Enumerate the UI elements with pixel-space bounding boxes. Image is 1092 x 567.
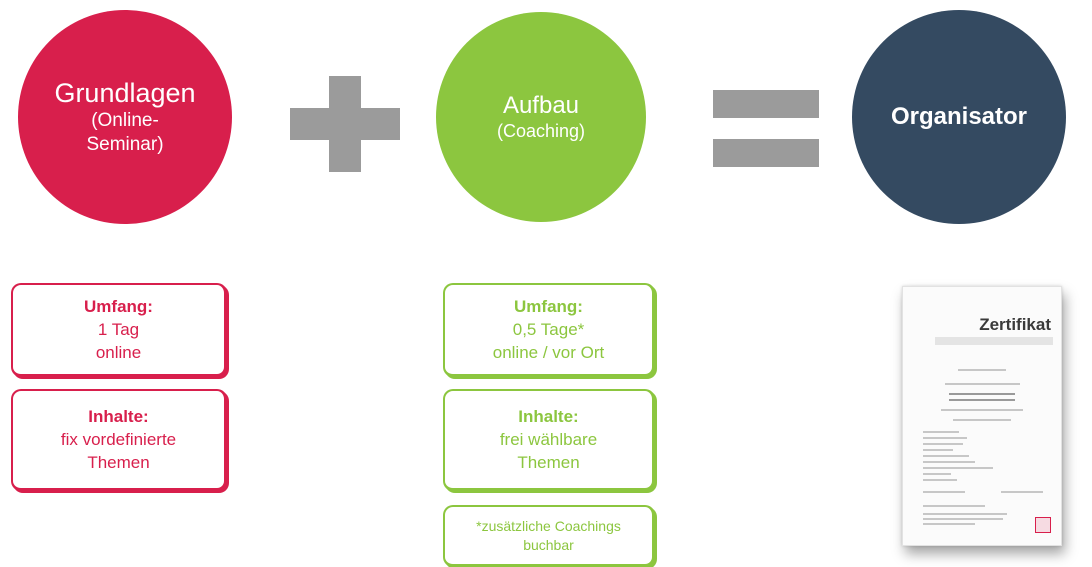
certificate-text-line (923, 479, 957, 481)
aufbau-note-box: *zusätzliche Coachings buchbar (443, 505, 655, 567)
certificate-text-line (923, 518, 1003, 520)
aufbau-umfang-box: Umfang: 0,5 Tage* online / vor Ort (443, 283, 655, 377)
box-text: 1 Tag (97, 320, 140, 339)
box-text: Themen (87, 453, 150, 472)
box-text: Themen (517, 453, 580, 472)
certificate-text-line (949, 399, 1015, 401)
box-heading: Inhalte: (88, 407, 149, 426)
certificate-text-line (923, 505, 985, 507)
box-text: frei wählbare (499, 430, 598, 449)
certificate-text-line (923, 461, 975, 463)
certificate-text-line (923, 467, 993, 469)
organisator-title: Organisator (890, 103, 1028, 130)
aufbau-inhalte-box: Inhalte: frei wählbare Themen (443, 389, 655, 491)
aufbau-circle: Aufbau (Coaching) (436, 12, 646, 222)
box-heading: Umfang: (514, 297, 583, 316)
certificate-text-line (923, 443, 963, 445)
certificate-text-line (923, 513, 1007, 515)
certificate-seal-icon (1035, 517, 1051, 533)
certificate-text-line (923, 491, 965, 493)
box-text: 0,5 Tage* (512, 320, 585, 339)
grundlagen-inhalte-box: Inhalte: fix vordefinierte Themen (11, 389, 227, 491)
note-text: buchbar (523, 537, 574, 553)
aufbau-subtitle: (Coaching) (496, 121, 586, 141)
box-heading: Inhalte: (518, 407, 579, 426)
box-heading: Umfang: (84, 297, 153, 316)
box-text: online (95, 343, 142, 362)
certificate-text-line (953, 419, 1011, 421)
note-text: *zusätzliche Coachings (476, 518, 621, 534)
grundlagen-circle: Grundlagen (Online-Seminar) (18, 10, 232, 224)
certificate-text-line (941, 409, 1023, 411)
certificate-text-line (923, 473, 951, 475)
plus-icon (290, 108, 400, 140)
certificate-text-line (923, 523, 975, 525)
box-text: fix vordefinierte (60, 430, 177, 449)
certificate-subtitle-bar (935, 337, 1053, 345)
certificate-text-line (1001, 491, 1043, 493)
certificate-text-line (923, 449, 953, 451)
certificate-text-line (923, 437, 967, 439)
certificate-document: Zertifikat (902, 286, 1062, 546)
aufbau-title: Aufbau (502, 92, 580, 119)
grundlagen-title: Grundlagen (54, 78, 196, 108)
equals-icon (713, 90, 819, 118)
equals-icon-lower (713, 139, 819, 167)
certificate-text-line (923, 455, 969, 457)
grundlagen-umfang-box: Umfang: 1 Tag online (11, 283, 227, 377)
grundlagen-subtitle: (Online-Seminar) (86, 110, 164, 155)
organisator-circle: Organisator (852, 10, 1066, 224)
certificate-text-line (949, 393, 1015, 395)
certificate-text-line (945, 383, 1020, 385)
certificate-text-line (958, 369, 1006, 371)
certificate-text-line (923, 431, 959, 433)
certificate-title: Zertifikat (979, 315, 1051, 334)
box-text: online / vor Ort (492, 343, 605, 362)
